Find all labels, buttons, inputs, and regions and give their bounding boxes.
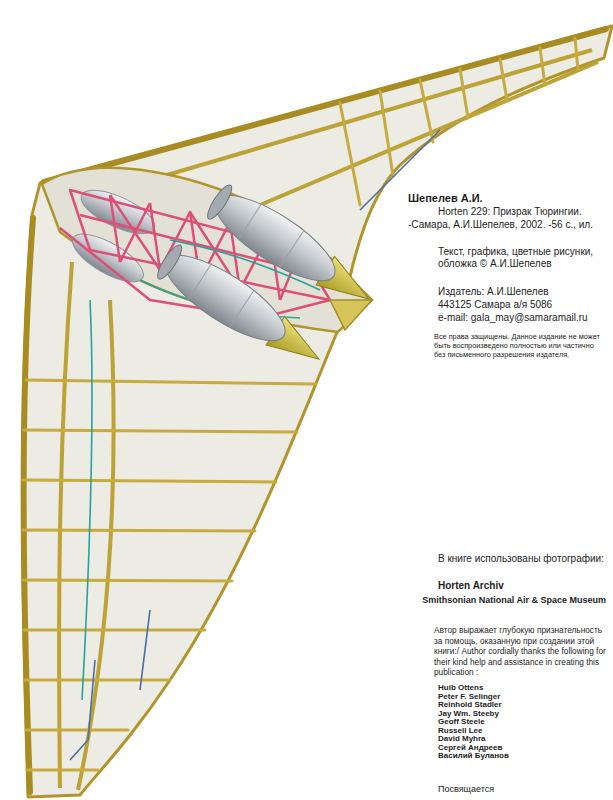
label-slot: Geoff Steele — [438, 717, 485, 726]
label-slot: Издатель: А.И.Шепелев — [438, 286, 549, 298]
wing-outline — [23, 26, 613, 797]
label-slot: В книге использованы фотографии: — [438, 553, 604, 565]
control-rod — [70, 130, 440, 760]
label-slot: Reinhold Stadler — [438, 700, 502, 709]
label-slot: -Самара, А.И.Шепелев, 2002. -56 с., ил. — [408, 219, 593, 231]
book-title: Horten 229: Призрак Тюрингии. — [438, 206, 582, 218]
thanked-name: Huib Ottens — [438, 683, 483, 692]
publisher-line: Издатель: А.И.Шепелев — [438, 286, 549, 298]
label-slot: Все права защищены. Данное издание не мо… — [434, 332, 606, 359]
wing-rib — [340, 38, 578, 205]
dedication-heading: Посвящается — [438, 784, 494, 795]
label-slot: Smithsonian National Air & Space Museum — [422, 594, 606, 606]
label-slot: Шепелев А.И. — [408, 192, 483, 205]
label-slot: Huib Ottens — [438, 683, 483, 692]
label-slot: Peter F. Selinger — [438, 692, 500, 701]
label-slot: Автор выражает глубокую признательность … — [434, 625, 606, 678]
thanked-name: Peter F. Selinger — [438, 692, 500, 701]
tail-fairing — [330, 300, 372, 330]
label-slot: Василий Буланов — [438, 751, 509, 760]
label-slot: 443125 Самара а/я 5086 — [438, 299, 552, 311]
thanked-name: Russell Lee — [438, 726, 482, 735]
label-slot: Horten 229: Призрак Тюрингии. — [438, 206, 582, 218]
acknowledgement-text: Автор выражает глубокую признательность … — [434, 625, 606, 678]
author-name: Шепелев А.И. — [408, 192, 483, 205]
label-slot: Horten Archiv — [438, 580, 504, 592]
label-slot: e-mail: gala_may@samaramail.ru — [438, 312, 588, 324]
label-slot: Jay Wm. Steeby — [438, 709, 499, 718]
label-slot: Посвящается — [438, 784, 494, 795]
thanked-name: Сергей Андреев — [438, 743, 502, 752]
thanked-name: David Myhra — [438, 734, 486, 743]
thanked-name: Geoff Steele — [438, 717, 485, 726]
photo-source: Smithsonian National Air & Space Museum — [422, 594, 606, 606]
thanked-name: Reinhold Stadler — [438, 700, 502, 709]
publisher-line: 443125 Самара а/я 5086 — [438, 299, 552, 311]
copyright-note: Текст, графика, цветные рисунки, обложка… — [438, 246, 606, 270]
wing-rib — [23, 380, 316, 770]
thanked-name: Jay Wm. Steeby — [438, 709, 499, 718]
fuel-line — [82, 240, 320, 700]
label-slot: David Myhra — [438, 734, 486, 743]
photo-credit-heading: В книге использованы фотографии: — [438, 553, 604, 565]
publisher-line: e-mail: gala_may@samaramail.ru — [438, 312, 588, 324]
leading-edge — [24, 29, 606, 792]
label-slot: Сергей Андреев — [438, 743, 502, 752]
photo-source: Horten Archiv — [438, 580, 504, 592]
thanked-name: Василий Буланов — [438, 751, 509, 760]
label-slot: Текст, графика, цветные рисунки, обложка… — [438, 246, 606, 270]
publication-info: -Самара, А.И.Шепелев, 2002. -56 с., ил. — [408, 219, 593, 231]
rights-note: Все права защищены. Данное издание не мо… — [434, 332, 606, 359]
label-slot: Russell Lee — [438, 726, 482, 735]
jet-engine — [152, 239, 331, 378]
